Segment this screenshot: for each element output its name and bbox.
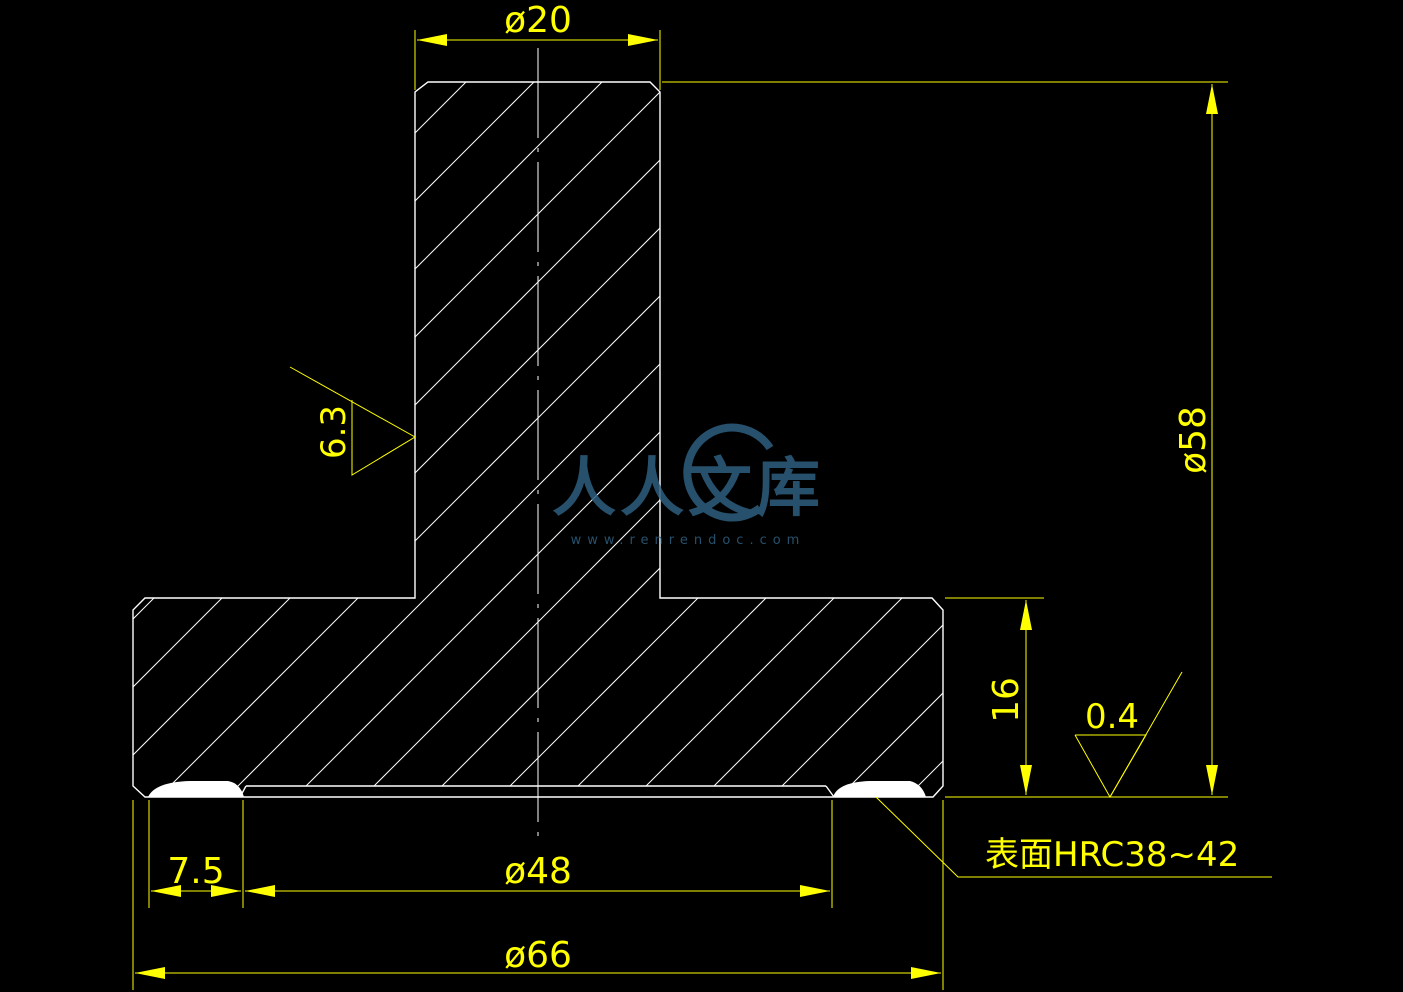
watermark-logo: 人人文库 [552, 452, 824, 526]
hatch-line [0, 0, 72, 992]
groove-right [833, 781, 926, 797]
hatch-line [133, 82, 549, 797]
bore-chamfer-right [825, 785, 835, 798]
hatch-line [133, 82, 345, 797]
dim-top-shaft [414, 30, 661, 90]
dim-top-shaft-label: ø20 [504, 0, 572, 41]
hatch-line [133, 82, 943, 797]
roughness-bottom-symbol [1074, 671, 1183, 799]
hatch-line [133, 82, 617, 797]
watermark-swoosh-icon [683, 423, 774, 522]
roughness-side-symbol [289, 366, 416, 476]
dim-thickness-label: 16 [986, 677, 1027, 723]
dim-flange-label: ø58 [1173, 406, 1214, 474]
roughness-bottom-leg [1109, 671, 1183, 798]
dim-thickness [945, 597, 1044, 795]
dim-flange [662, 81, 1228, 798]
part-profile [132, 81, 944, 798]
part-outline [132, 81, 944, 798]
watermark: 人人文库 www.renrendoc.com [552, 423, 824, 548]
roughness-bottom-label: 0.4 [1085, 697, 1139, 737]
hatch-line [133, 82, 277, 797]
watermark-url: www.renrendoc.com [571, 533, 806, 548]
hardened-grooves [148, 781, 926, 797]
dim-rim-label: 7.5 [167, 851, 224, 892]
dim-outer-label: ø66 [504, 935, 572, 976]
hatch-line [133, 82, 481, 797]
hatch-line [0, 0, 4, 992]
hatch-line [133, 82, 413, 797]
roughness-side-label: 6.3 [314, 405, 354, 459]
hardness-note: 表面HRC38~42 [985, 835, 1239, 875]
hardness-leader-line [875, 796, 1272, 878]
groove-left [148, 781, 244, 797]
hardness-leader [875, 796, 1272, 878]
roughness-side-check [289, 366, 416, 476]
roughness-bottom-check [1074, 734, 1147, 799]
hatch-line [133, 82, 141, 797]
hatch-line [133, 82, 209, 797]
dim-bore-label: ø48 [504, 851, 572, 892]
dim-bottom [132, 800, 944, 990]
